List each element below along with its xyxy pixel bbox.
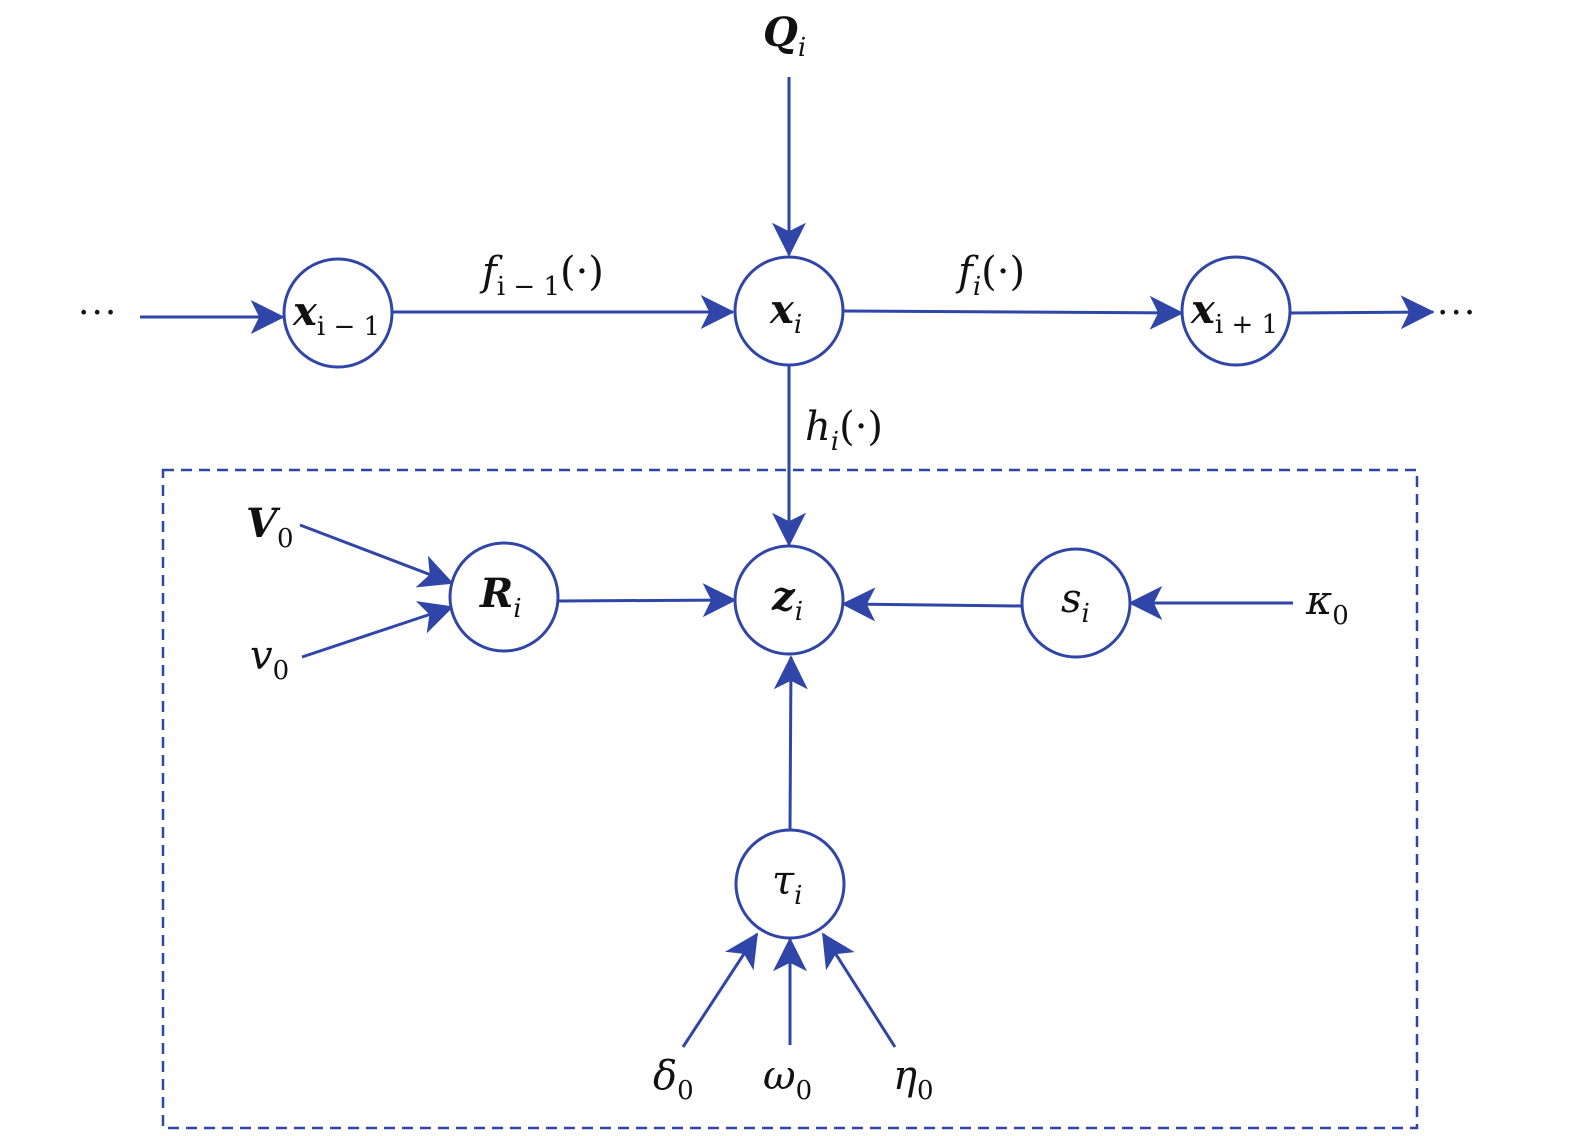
ellipsis-left: ··· (78, 293, 118, 334)
node-z (733, 544, 845, 656)
measurement-plate (161, 468, 1419, 1130)
node-x-current (733, 255, 845, 367)
label-f-current: fi(·) (955, 249, 1025, 302)
label-s: si (1061, 576, 1090, 629)
label-r: Ri (479, 570, 522, 624)
node-s (1020, 547, 1132, 659)
label-kappa: κ0 (1305, 578, 1349, 631)
edge-r-to-z (557, 583, 737, 618)
edge-tau-to-z (773, 655, 808, 831)
label-f-prev: fi − 1(·) (479, 249, 604, 302)
edge-v-low-to-r (301, 601, 454, 659)
label-delta: δ0 (653, 1053, 694, 1106)
edge-delta-to-tau (681, 932, 759, 1048)
node-r (448, 541, 560, 653)
node-x-prev (282, 257, 394, 369)
edge-x-to-x-next (842, 295, 1184, 330)
label-x-next: xi + 1 (1190, 286, 1278, 340)
label-omega: ω0 (763, 1053, 812, 1106)
label-q: Qi (763, 9, 806, 63)
edge-v-cap-to-r (299, 523, 454, 588)
edge-s-to-z (841, 587, 1023, 622)
label-v-low: v0 (250, 633, 289, 686)
label-tau: τi (772, 858, 802, 911)
edge-eta-to-tau (821, 932, 897, 1048)
label-v-cap: V0 (246, 500, 294, 554)
node-x-next (1180, 255, 1292, 367)
label-h: hi(·) (805, 404, 883, 457)
label-z: zi (771, 573, 803, 627)
label-eta: η0 (893, 1053, 934, 1106)
edge-x-next-to-right (1289, 295, 1435, 330)
label-x-current: xi (769, 286, 802, 340)
ellipsis-right: ··· (1437, 293, 1477, 334)
node-tau (734, 828, 846, 940)
label-x-prev: xi − 1 (292, 288, 380, 342)
